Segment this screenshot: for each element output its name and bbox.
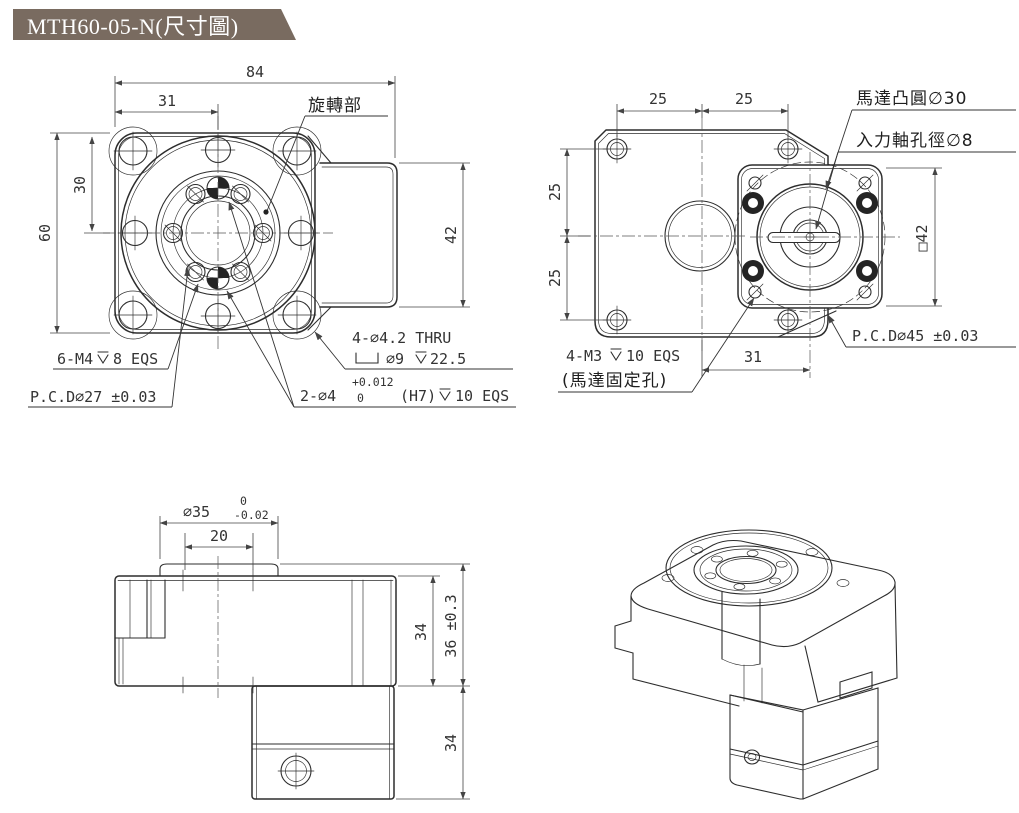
flange-through-hole <box>742 192 764 214</box>
svg-text:6-M4: 6-M4 <box>57 350 93 368</box>
callout-tapped-holes: 6-M4 8 EQS <box>53 283 199 370</box>
svg-text:8 EQS: 8 EQS <box>113 350 158 368</box>
dim-center-drop: 30 <box>71 136 110 234</box>
callout-motor-screws: 4-M3 10 EQS (馬達固定孔) <box>558 297 755 393</box>
counterbore-symbol-icon <box>355 352 379 364</box>
svg-text:P.C.D∅27 ±0.03: P.C.D∅27 ±0.03 <box>30 388 156 406</box>
svg-text:31: 31 <box>158 92 176 110</box>
svg-text:25: 25 <box>546 183 564 201</box>
dim-boss-dia: ∅35 0 -0.02 <box>159 494 279 559</box>
dim-rear-left: 25 25 <box>546 148 606 321</box>
svg-text:(馬達固定孔): (馬達固定孔) <box>562 371 667 391</box>
dim-rear-top: 25 25 <box>616 90 789 137</box>
svg-text:4-M3: 4-M3 <box>566 347 602 365</box>
dim-upper-height: 34 <box>398 575 470 687</box>
dim-center-offset: 31 <box>114 92 219 130</box>
iso-right-face <box>804 583 898 703</box>
svg-text:42: 42 <box>442 226 460 244</box>
svg-text:20: 20 <box>210 527 228 545</box>
callout-motor-boss: 馬達凸圓∅30 <box>825 89 1016 190</box>
svg-text:34: 34 <box>442 734 460 752</box>
svg-text:31: 31 <box>744 348 762 366</box>
svg-text:10 EQS: 10 EQS <box>455 387 509 405</box>
svg-text:0: 0 <box>240 494 247 508</box>
isometric-view <box>614 529 898 800</box>
svg-text:入力軸孔徑∅8: 入力軸孔徑∅8 <box>856 131 974 151</box>
svg-text:0: 0 <box>357 391 364 405</box>
iso-motor-right <box>802 687 879 800</box>
flange-through-hole <box>856 260 878 282</box>
svg-text:30: 30 <box>71 176 89 194</box>
svg-text:84: 84 <box>246 63 264 81</box>
dim-motor-offset: 31 <box>701 340 811 377</box>
callout-pcd45: P.C.D∅45 ±0.03 <box>827 314 1016 348</box>
callout-dowel-holes: 2-∅4 +0.012 0 (H7) 10 EQS <box>226 201 516 408</box>
svg-text:P.C.D∅45 ±0.03: P.C.D∅45 ±0.03 <box>852 327 978 345</box>
svg-text:∅9: ∅9 <box>386 350 404 368</box>
corner-hole <box>113 131 153 171</box>
side-boss <box>159 563 279 577</box>
depth-symbol-icon <box>610 348 622 362</box>
dim-overall-height: 60 <box>36 132 110 334</box>
side-view: ∅35 0 -0.02 20 34 36 ±0.3 <box>114 494 470 800</box>
callout-mounting-holes: 4-∅4.2 THRU ∅9 22.5 <box>314 329 513 370</box>
svg-text:25: 25 <box>546 269 564 287</box>
iso-motor-front <box>729 694 804 800</box>
svg-text:-0.02: -0.02 <box>234 508 269 522</box>
callout-shaft-bore: 入力軸孔徑∅8 <box>815 131 1016 230</box>
front-extension-outline <box>319 162 398 308</box>
dim-body-height: 42 <box>399 162 470 308</box>
svg-text:4-∅4.2 THRU: 4-∅4.2 THRU <box>352 329 451 347</box>
callout-pcd27: P.C.D∅27 ±0.03 <box>28 267 191 408</box>
svg-text:2-∅4: 2-∅4 <box>300 387 336 405</box>
title-banner: MTH60-05-N(尺寸圖) <box>13 9 296 40</box>
iso-front-face <box>614 595 740 707</box>
dim-spigot: 20 <box>184 527 254 570</box>
side-motor <box>251 685 395 800</box>
dim-motor-square: □42 <box>886 167 942 307</box>
depth-symbol-icon <box>97 351 109 365</box>
side-body <box>114 575 397 687</box>
shaft-key <box>767 231 841 244</box>
iso-top-face <box>630 539 896 648</box>
svg-text:(H7): (H7) <box>400 387 436 405</box>
flange-through-hole <box>856 192 878 214</box>
svg-text:60: 60 <box>36 224 54 242</box>
dim-total-height: 36 ±0.3 <box>280 563 470 687</box>
callout-rotating-part: 旋轉部 <box>263 96 388 215</box>
svg-text:36 ±0.3: 36 ±0.3 <box>442 594 460 657</box>
flange-through-hole <box>742 260 764 282</box>
front-view: 84 31 30 60 <box>28 63 516 408</box>
depth-symbol-icon <box>439 388 451 402</box>
svg-text:□42: □42 <box>913 224 931 251</box>
svg-text:10 EQS: 10 EQS <box>626 347 680 365</box>
svg-text:∅35: ∅35 <box>183 503 210 521</box>
depth-symbol-icon <box>415 351 427 365</box>
svg-text:34: 34 <box>412 623 430 641</box>
svg-text:馬達凸圓∅30: 馬達凸圓∅30 <box>856 89 967 109</box>
page-title: MTH60-05-N(尺寸圖) <box>27 13 239 39</box>
corner-hole <box>113 295 153 335</box>
svg-text:25: 25 <box>735 90 753 108</box>
dim-motor-height: 34 <box>396 685 470 800</box>
svg-text:22.5: 22.5 <box>430 350 466 368</box>
svg-text:25: 25 <box>649 90 667 108</box>
corner-hole <box>277 131 317 171</box>
svg-text:+0.012: +0.012 <box>352 375 394 389</box>
dim-overall-width: 84 <box>114 63 396 158</box>
rear-view: 25 25 25 25 □42 <box>546 89 1016 393</box>
svg-text:旋轉部: 旋轉部 <box>308 96 362 116</box>
